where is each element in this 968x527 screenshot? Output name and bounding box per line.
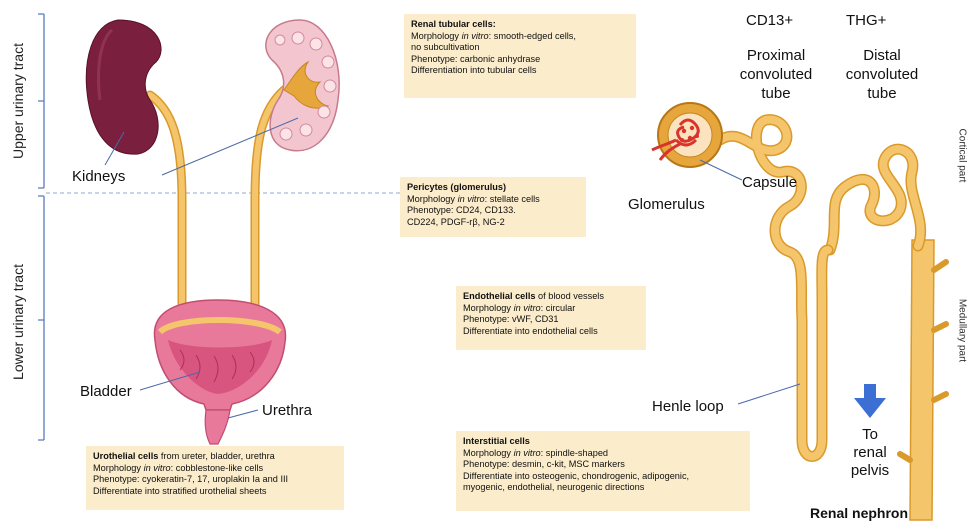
to-pelvis-line-2: renal bbox=[845, 444, 895, 462]
distal-line-1: Distal bbox=[836, 46, 928, 65]
interstitial-box: Interstitial cells Morphology in vitro: … bbox=[456, 431, 750, 511]
capsule-label: Capsule bbox=[742, 174, 797, 191]
renal-tubular-morphology-cont: no subcultivation bbox=[411, 42, 629, 54]
lower-tract-label: Lower urinary tract bbox=[10, 262, 26, 382]
urothelial-morphology: Morphology in vitro: cobblestone-like ce… bbox=[93, 463, 337, 475]
urothelial-phenotype: Phenotype: cyokeratin-7, 17, uroplakin I… bbox=[93, 474, 337, 486]
proximal-line-3: tube bbox=[730, 84, 822, 103]
endothelial-phenotype: Phenotype: vWF, CD31 bbox=[463, 314, 639, 326]
urothelial-title: Urothelial cells from ureter, bladder, u… bbox=[93, 451, 337, 463]
bladder-label: Bladder bbox=[80, 383, 132, 400]
interstitial-title: Interstitial cells bbox=[463, 436, 743, 448]
cd13-label: CD13+ bbox=[746, 12, 793, 29]
to-pelvis-label: To renal pelvis bbox=[845, 426, 895, 480]
renal-tubular-morphology: Morphology in vitro: smooth-edged cells, bbox=[411, 31, 629, 43]
renal-tubular-title: Renal tubular cells: bbox=[411, 19, 629, 31]
urothelial-box: Urothelial cells from ureter, bladder, u… bbox=[86, 446, 344, 510]
proximal-line-1: Proximal bbox=[730, 46, 822, 65]
pericytes-phenotype: Phenotype: CD24, CD133. bbox=[407, 205, 579, 217]
urothelial-differentiation: Differentiate into stratified urothelial… bbox=[93, 486, 337, 498]
cortical-label: Cortical part bbox=[957, 116, 968, 196]
renal-nephron-title: Renal nephron bbox=[810, 505, 908, 521]
renal-tubular-box: Renal tubular cells: Morphology in vitro… bbox=[404, 14, 636, 98]
endothelial-differentiation: Differentiate into endothelial cells bbox=[463, 326, 639, 338]
distal-line-2: convoluted bbox=[836, 65, 928, 84]
endothelial-title: Endothelial cells of blood vessels bbox=[463, 291, 639, 303]
interstitial-differentiation-cont: myogenic, endothelial, neurogenic direct… bbox=[463, 482, 743, 494]
proximal-line-2: convoluted bbox=[730, 65, 822, 84]
distal-line-3: tube bbox=[836, 84, 928, 103]
interstitial-morphology: Morphology in vitro: spindle-shaped bbox=[463, 448, 743, 460]
pericytes-morphology: Morphology in vitro: stellate cells bbox=[407, 194, 579, 206]
interstitial-differentiation: Differentiate into osteogenic, chondroge… bbox=[463, 471, 743, 483]
to-pelvis-arrow bbox=[854, 384, 886, 418]
medullary-label: Medullary part bbox=[957, 289, 968, 373]
upper-tract-label: Upper urinary tract bbox=[10, 41, 26, 161]
endothelial-box: Endothelial cells of blood vessels Morph… bbox=[456, 286, 646, 350]
interstitial-phenotype: Phenotype: desmin, c-kit, MSC markers bbox=[463, 459, 743, 471]
thg-label: THG+ bbox=[846, 12, 886, 29]
renal-tubular-phenotype: Phenotype: carbonic anhydrase bbox=[411, 54, 629, 66]
glomerulus-label: Glomerulus bbox=[628, 196, 705, 213]
lower-tract-bracket bbox=[38, 196, 44, 440]
kidneys-label: Kidneys bbox=[72, 168, 125, 185]
pericytes-phenotype-cont: CD224, PDGF-rβ, NG-2 bbox=[407, 217, 579, 229]
distal-label: Distal convoluted tube bbox=[836, 46, 928, 103]
to-pelvis-line-3: pelvis bbox=[845, 462, 895, 480]
capsule-pointer bbox=[700, 160, 742, 180]
renal-tubular-differentiation: Differentiation into tubular cells bbox=[411, 65, 629, 77]
upper-tract-bracket bbox=[38, 14, 44, 188]
henle-loop-label: Henle loop bbox=[652, 398, 724, 415]
urethra-shape bbox=[205, 410, 230, 444]
to-pelvis-line-1: To bbox=[845, 426, 895, 444]
urethra-pointer bbox=[228, 410, 258, 418]
collecting-duct bbox=[910, 240, 934, 520]
pericytes-title: Pericytes (glomerulus) bbox=[407, 182, 579, 194]
proximal-label: Proximal convoluted tube bbox=[730, 46, 822, 103]
urethra-label: Urethra bbox=[262, 402, 312, 419]
pericytes-box: Pericytes (glomerulus) Morphology in vit… bbox=[400, 177, 586, 237]
endothelial-morphology: Morphology in vitro: circular bbox=[463, 303, 639, 315]
henle-pointer bbox=[738, 384, 800, 404]
